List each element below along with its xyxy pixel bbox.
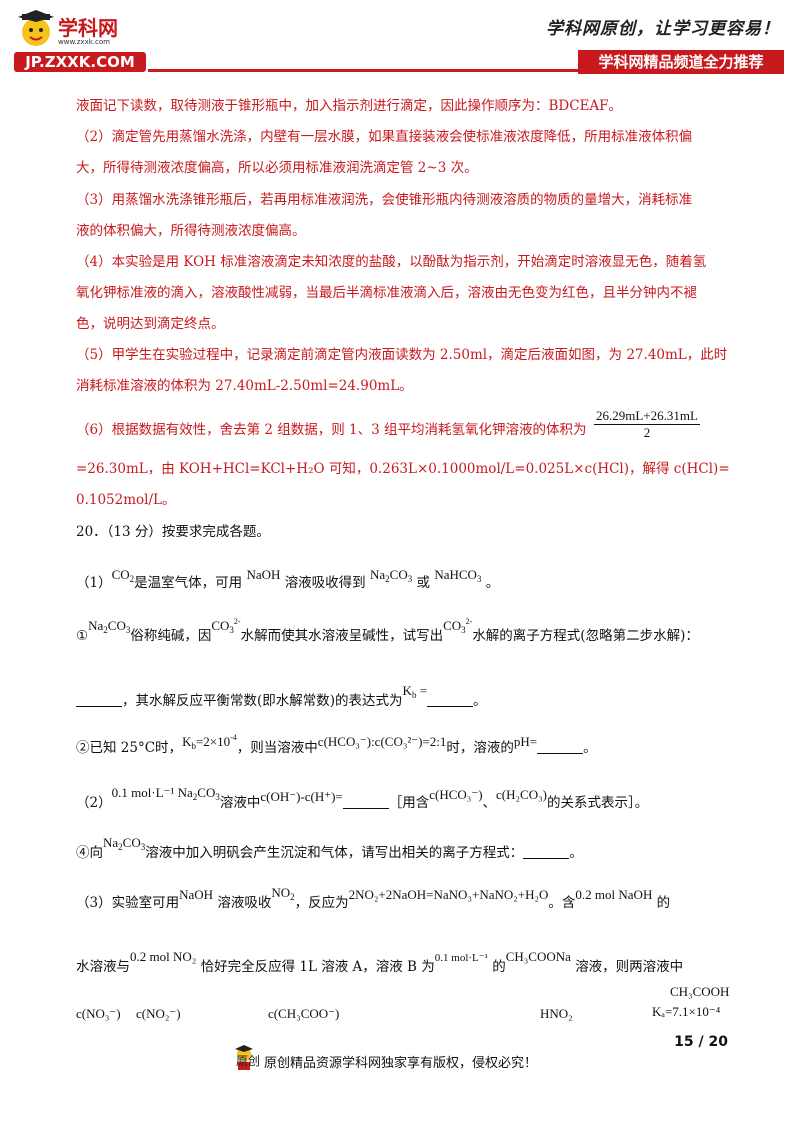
fraction-numerator: 26.29mL+26.31mL: [594, 408, 700, 425]
answer-line-11: （6）根据数据有效性，舍去第 2 组数据，则 1、3 组平均消耗氢氧化钾溶液的体…: [76, 422, 587, 438]
q20-ch3cooh: CH₃COOH: [670, 984, 730, 999]
mascot-icon: [18, 10, 54, 46]
answer-line-9: （5）甲学生在实验过程中，记录滴定前滴定管内液面读数为 2.50ml，滴定后液面…: [76, 347, 728, 363]
original-badge-icon: [234, 1044, 254, 1072]
logo: [14, 8, 164, 74]
answer-line-10: 消耗标准溶液的体积为 27.40mL-2.50ml=24.90mL。: [76, 378, 413, 394]
question-20-title: 20．（13 分）按要求完成各题。: [76, 524, 270, 540]
answer-line-4: （3）用蒸馏水洗涤锥形瓶后，若再用标准液润洗，会使锥形瓶内待测液溶质的物质的量增…: [76, 192, 693, 208]
answer-blank[interactable]: [523, 846, 570, 859]
answer-line-8: 色，说明达到滴定终点。: [76, 316, 225, 332]
logo-text: 学科网: [58, 16, 118, 40]
header-rule: [148, 69, 578, 72]
q20-sub4-line: ④向Na2CO3溶液中加入明矾会产生沉淀和气体，请写出相关的离子方程式：。: [76, 835, 583, 861]
q20-acetate: c(CH₃COO⁻): [268, 1006, 340, 1021]
slogan: 学科网原创，让学习更容易！: [546, 19, 780, 39]
answer-line-1: 液面记下读数，取待测液于锥形瓶中，加入指示剂进行滴定，因此操作顺序为：BDCEA…: [76, 98, 623, 114]
answer-line-13: 0.1052mol/L。: [76, 492, 176, 508]
q20-part2-line: （2）0.1 mol·L⁻¹ Na2CO3溶液中c(OH⁻)-c(H⁺)=［用含…: [76, 785, 649, 811]
q20-no3: c(NO₃⁻): [76, 1006, 121, 1021]
q20-no2: c(NO₂⁻): [136, 1006, 181, 1021]
channel-badge: 学科网精品频道全力推荐: [578, 50, 784, 74]
q20-part3-line: （3）实验室可用NaOH 溶液吸收NO2，反应为2NO₂+2NaOH=NaNO₃…: [76, 885, 671, 911]
q20-part1-line: （1）CO2是温室气体，可用 NaOH 溶液吸收得到 Na2CO3 或 NaHC…: [76, 567, 500, 591]
answer-line-5: 液的体积偏大，所得待测液浓度偏高。: [76, 223, 306, 239]
answer-line-2: （2）滴定管先用蒸馏水洗涤，内壁有一层水膜，如果直接装液会使标准液浓度降低，所用…: [76, 129, 693, 145]
site-badge: JP.ZXXK.COM: [14, 52, 146, 72]
fraction-denominator: 2: [643, 425, 651, 440]
q20-sub1-line2: ，其水解反应平衡常数(即水解常数)的表达式为Kb =。: [76, 684, 487, 709]
q20-sub1-line: ①Na2CO3俗称纯碱，因CO32-水解而使其水溶液呈碱性，试写出CO32-水解…: [76, 617, 699, 644]
answer-blank[interactable]: [76, 694, 122, 707]
answer-blank[interactable]: [427, 694, 474, 707]
answer-line-3: 大，所得待测液浓度偏高，所以必须用标准液润洗滴定管 2~3 次。: [76, 160, 478, 176]
answer-line-7: 氧化钾标准液的滴入，溶液酸性减弱，当最后半滴标准液滴入后，溶液由无色变为红色，且…: [76, 285, 697, 301]
answer-blank[interactable]: [342, 796, 389, 809]
footer-icon-text: 原创: [236, 1054, 261, 1068]
logo-url: www.zxxk.com: [58, 38, 110, 46]
q20-part3-line2: 水溶液与0.2 mol NO₂ 恰好完全反应得 1L 溶液 A，溶液 B 为0.…: [76, 949, 684, 975]
answer-line-12: =26.30mL，由 KOH+HCl=KCl+H₂O 可知，0.263L×0.1…: [76, 461, 730, 477]
copyright-notice: 原创精品资源学科网独家享有版权，侵权必究！: [264, 1056, 538, 1071]
q20-sub2-line: ②已知 25°C时，Kb=2×10-4，则当溶液中c(HCO₃⁻):c(CO₃²…: [76, 733, 597, 756]
q20-ka: Kₐ=7.1×10⁻⁴: [652, 1004, 721, 1019]
answer-line-6: （4）本实验是用 KOH 标准溶液滴定未知浓度的盐酸，以酚酞为指示剂，开始滴定时…: [76, 254, 707, 270]
answer-blank[interactable]: [537, 741, 584, 754]
page-number: 15 / 20: [674, 1034, 728, 1050]
q20-hno2: HNO₂: [540, 1006, 573, 1021]
